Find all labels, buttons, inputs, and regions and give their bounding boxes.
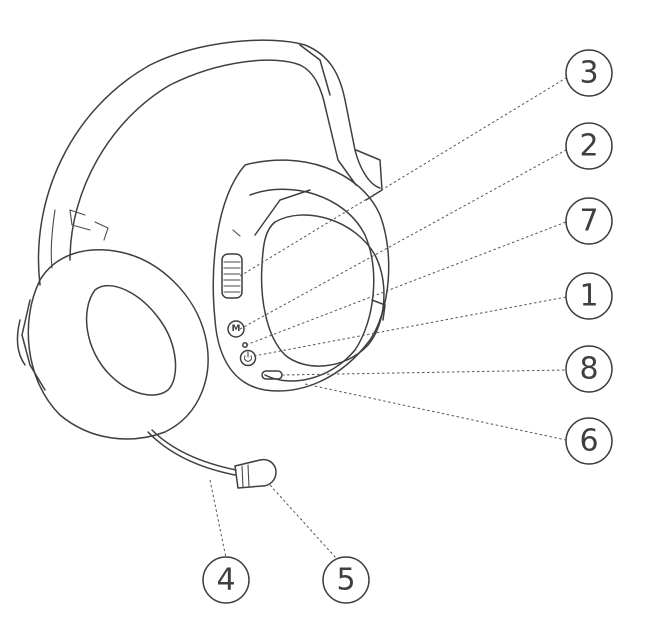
microphone-boom [148,430,276,488]
callout-4-label: 4 [216,563,235,598]
callout-1-label: 1 [579,279,598,314]
callout-4: 4 [203,557,249,603]
callout-5-label: 5 [336,563,355,598]
volume-wheel [222,254,242,298]
callout-7: 7 [566,198,612,244]
callout-8: 8 [566,346,612,392]
callout-6: 6 [566,418,612,464]
power-button [241,351,256,366]
callout-6-label: 6 [579,424,598,459]
callout-7-label: 7 [579,204,598,239]
mode-button: M [228,321,244,337]
callout-2-label: 2 [579,129,598,164]
callout-5: 5 [323,557,369,603]
callout-3-label: 3 [579,56,598,91]
headband [38,40,382,285]
left-ear-cushion [18,250,209,439]
callout-3: 3 [566,50,612,96]
mode-button-letter: M [232,324,241,334]
callout-1: 1 [566,273,612,319]
callout-8-label: 8 [579,352,598,387]
right-ear-cup [213,160,388,391]
callout-2: 2 [566,123,612,169]
